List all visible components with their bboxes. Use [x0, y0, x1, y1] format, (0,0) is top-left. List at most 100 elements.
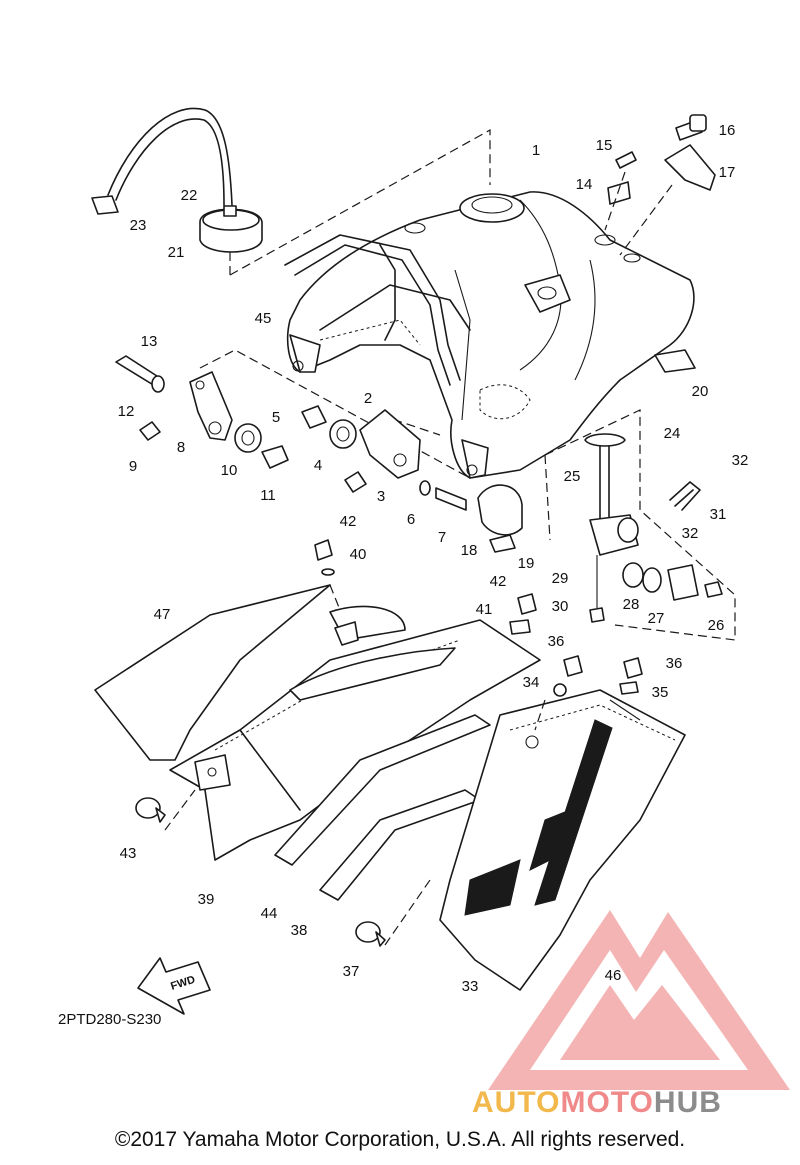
bolt-3 [344, 471, 367, 493]
part-label-18: 18 [461, 542, 478, 559]
part-label-7: 7 [438, 529, 446, 546]
part-label-24: 24 [664, 425, 681, 442]
part-label-5: 5 [272, 409, 280, 426]
screw-30 [589, 607, 605, 623]
part-label-37: 37 [343, 963, 360, 980]
breather-hose-22-inner [115, 118, 225, 206]
copyright-text: ©2017 Yamaha Motor Corporation, U.S.A. A… [114, 1128, 686, 1151]
damper-4 [329, 419, 357, 449]
fuel-tank [286, 191, 695, 479]
part-label-4: 4 [314, 457, 322, 474]
part-label-2: 2 [364, 390, 372, 407]
part-label-38: 38 [291, 922, 308, 939]
watermark-text: AUTOMOTOHUB [472, 1086, 722, 1119]
washer-6 [419, 480, 431, 496]
part-label-1: 1 [532, 142, 540, 159]
part-label-41: 41 [476, 601, 493, 618]
tank-rail-45 [284, 234, 471, 386]
damper-10 [234, 423, 262, 453]
part-label-40: 40 [350, 546, 367, 563]
part-label-21: 21 [168, 244, 185, 261]
part-label-15: 15 [596, 137, 613, 154]
part-label-14: 14 [576, 176, 593, 193]
fwd-arrow-icon: FWD [137, 957, 211, 1015]
part-label-34: 34 [523, 674, 540, 691]
collar-5 [301, 405, 327, 429]
oring-27 [642, 567, 662, 593]
drawing-code: 2PTD280-S230 [58, 1011, 161, 1028]
strip-44 [274, 714, 491, 866]
bracket-17 [664, 114, 716, 191]
lever-26 [667, 564, 699, 601]
part-label-42b: 42 [490, 573, 507, 590]
part-label-9: 9 [129, 458, 137, 475]
bracket-18 [477, 484, 523, 553]
part-label-47: 47 [154, 606, 171, 623]
fuel-cock-24 [584, 433, 639, 556]
fuel-cap-21 [199, 205, 263, 253]
watermark-word-moto: MOTO [560, 1086, 653, 1119]
part-label-35: 35 [652, 684, 669, 701]
screw-36 [563, 655, 583, 677]
nut-40 [321, 568, 335, 576]
screw-36b [623, 657, 643, 679]
bracket-2 [359, 409, 421, 479]
bolt-7 [435, 487, 467, 511]
part-label-39: 39 [198, 891, 215, 908]
breather-hose-22 [107, 107, 233, 206]
part-label-44: 44 [261, 905, 278, 922]
part-label-42: 42 [340, 513, 357, 530]
shroud-39 [169, 619, 541, 861]
part-label-10: 10 [221, 462, 238, 479]
bolt-9 [139, 421, 161, 441]
part-label-26: 26 [708, 617, 725, 634]
part-label-20: 20 [692, 383, 709, 400]
clip-23 [91, 195, 119, 215]
part-label-36b: 36 [666, 655, 683, 672]
part-label-23: 23 [130, 217, 147, 234]
pad-20 [654, 349, 696, 373]
bolt-43 [135, 797, 166, 823]
washer-34 [553, 683, 567, 697]
side-cover-47 [94, 584, 331, 761]
part-label-17: 17 [719, 164, 736, 181]
washer-12 [151, 375, 165, 393]
part-label-25: 25 [564, 468, 581, 485]
shroud-33 [439, 689, 686, 991]
part-label-6: 6 [407, 511, 415, 528]
part-label-19: 19 [518, 555, 535, 572]
collar-35 [619, 681, 639, 695]
screw-42 [314, 539, 333, 561]
part-label-36: 36 [548, 633, 565, 650]
part-label-30: 30 [552, 598, 569, 615]
part-label-32: 32 [732, 452, 749, 469]
part-label-46: 46 [605, 967, 622, 984]
part-label-22: 22 [181, 187, 198, 204]
part-label-12: 12 [118, 403, 135, 420]
part-label-45: 45 [255, 310, 272, 327]
part-label-33: 33 [462, 978, 479, 995]
hose-31 [669, 481, 701, 511]
oring-28 [622, 562, 644, 588]
part-label-16: 16 [719, 122, 736, 139]
part-label-43: 43 [120, 845, 137, 862]
watermark-word-auto: AUTO [472, 1086, 560, 1119]
part-label-29: 29 [552, 570, 569, 587]
watermark-logo [488, 910, 790, 1090]
part-label-31: 31 [710, 506, 727, 523]
part-label-28: 28 [623, 596, 640, 613]
bracket-8 [189, 371, 233, 441]
watermark-word-hub: HUB [654, 1086, 722, 1119]
part-label-3: 3 [377, 488, 385, 505]
screw-42b [517, 593, 537, 615]
part-label-11: 11 [260, 487, 276, 504]
part-label-8: 8 [177, 439, 185, 456]
collar-14 [607, 181, 631, 205]
part-label-27: 27 [648, 610, 665, 627]
bolt-37 [355, 921, 386, 947]
collar-11 [261, 445, 289, 469]
screw-15 [615, 151, 637, 169]
washer-41 [509, 619, 531, 635]
